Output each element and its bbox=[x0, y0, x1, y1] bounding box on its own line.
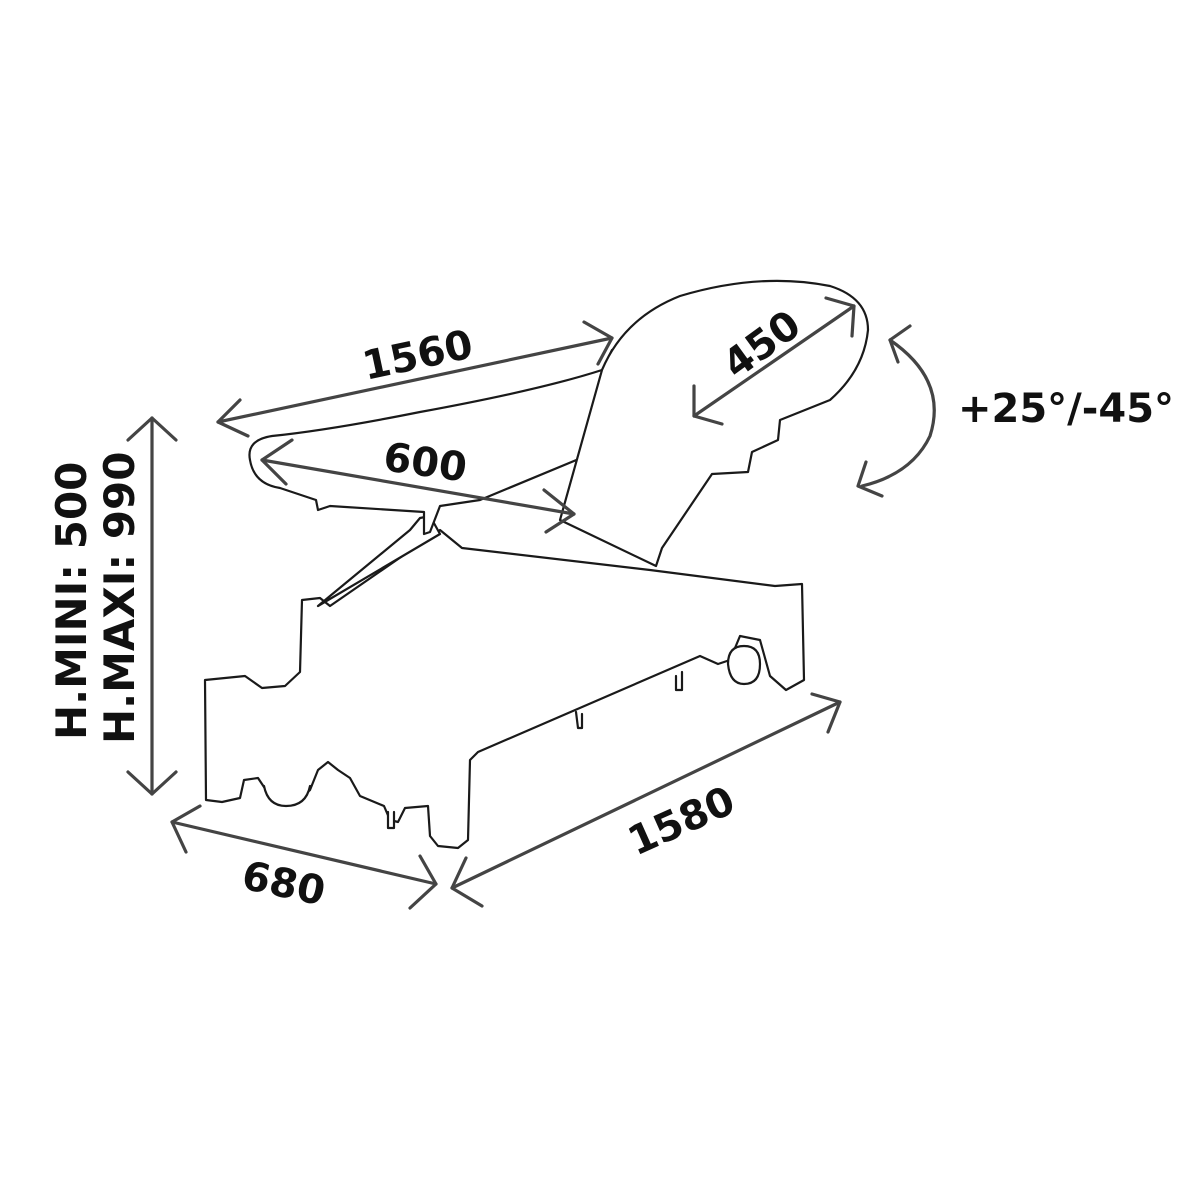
label-headrest-tilt: +25°/-45° bbox=[958, 386, 1174, 432]
label-base-width: 680 bbox=[238, 853, 329, 915]
dimension-arrow-height bbox=[126, 416, 178, 796]
dimension-arrows bbox=[126, 296, 936, 910]
label-base-length: 1580 bbox=[621, 778, 741, 865]
table-seat bbox=[248, 348, 614, 536]
dimension-arrow-headrest bbox=[692, 296, 856, 426]
dimension-arrow-width-top bbox=[260, 438, 576, 534]
base-wheel-right bbox=[726, 644, 762, 686]
dimension-arrow-base-width bbox=[170, 804, 438, 910]
dimension-arrow-tilt bbox=[856, 324, 936, 498]
base-detail bbox=[574, 710, 584, 730]
label-height-max: H.MAXI: 990 bbox=[95, 451, 144, 744]
base-detail bbox=[674, 670, 684, 692]
base-detail bbox=[386, 810, 396, 830]
dimension-arrow-length-top bbox=[216, 320, 614, 438]
dimension-arrow-base-length bbox=[450, 692, 842, 908]
table-backrest bbox=[558, 279, 870, 568]
table-outline bbox=[203, 279, 870, 850]
lift-column bbox=[316, 514, 442, 608]
label-height-min: H.MINI: 500 bbox=[47, 462, 96, 740]
base-wheel-left bbox=[262, 784, 312, 808]
